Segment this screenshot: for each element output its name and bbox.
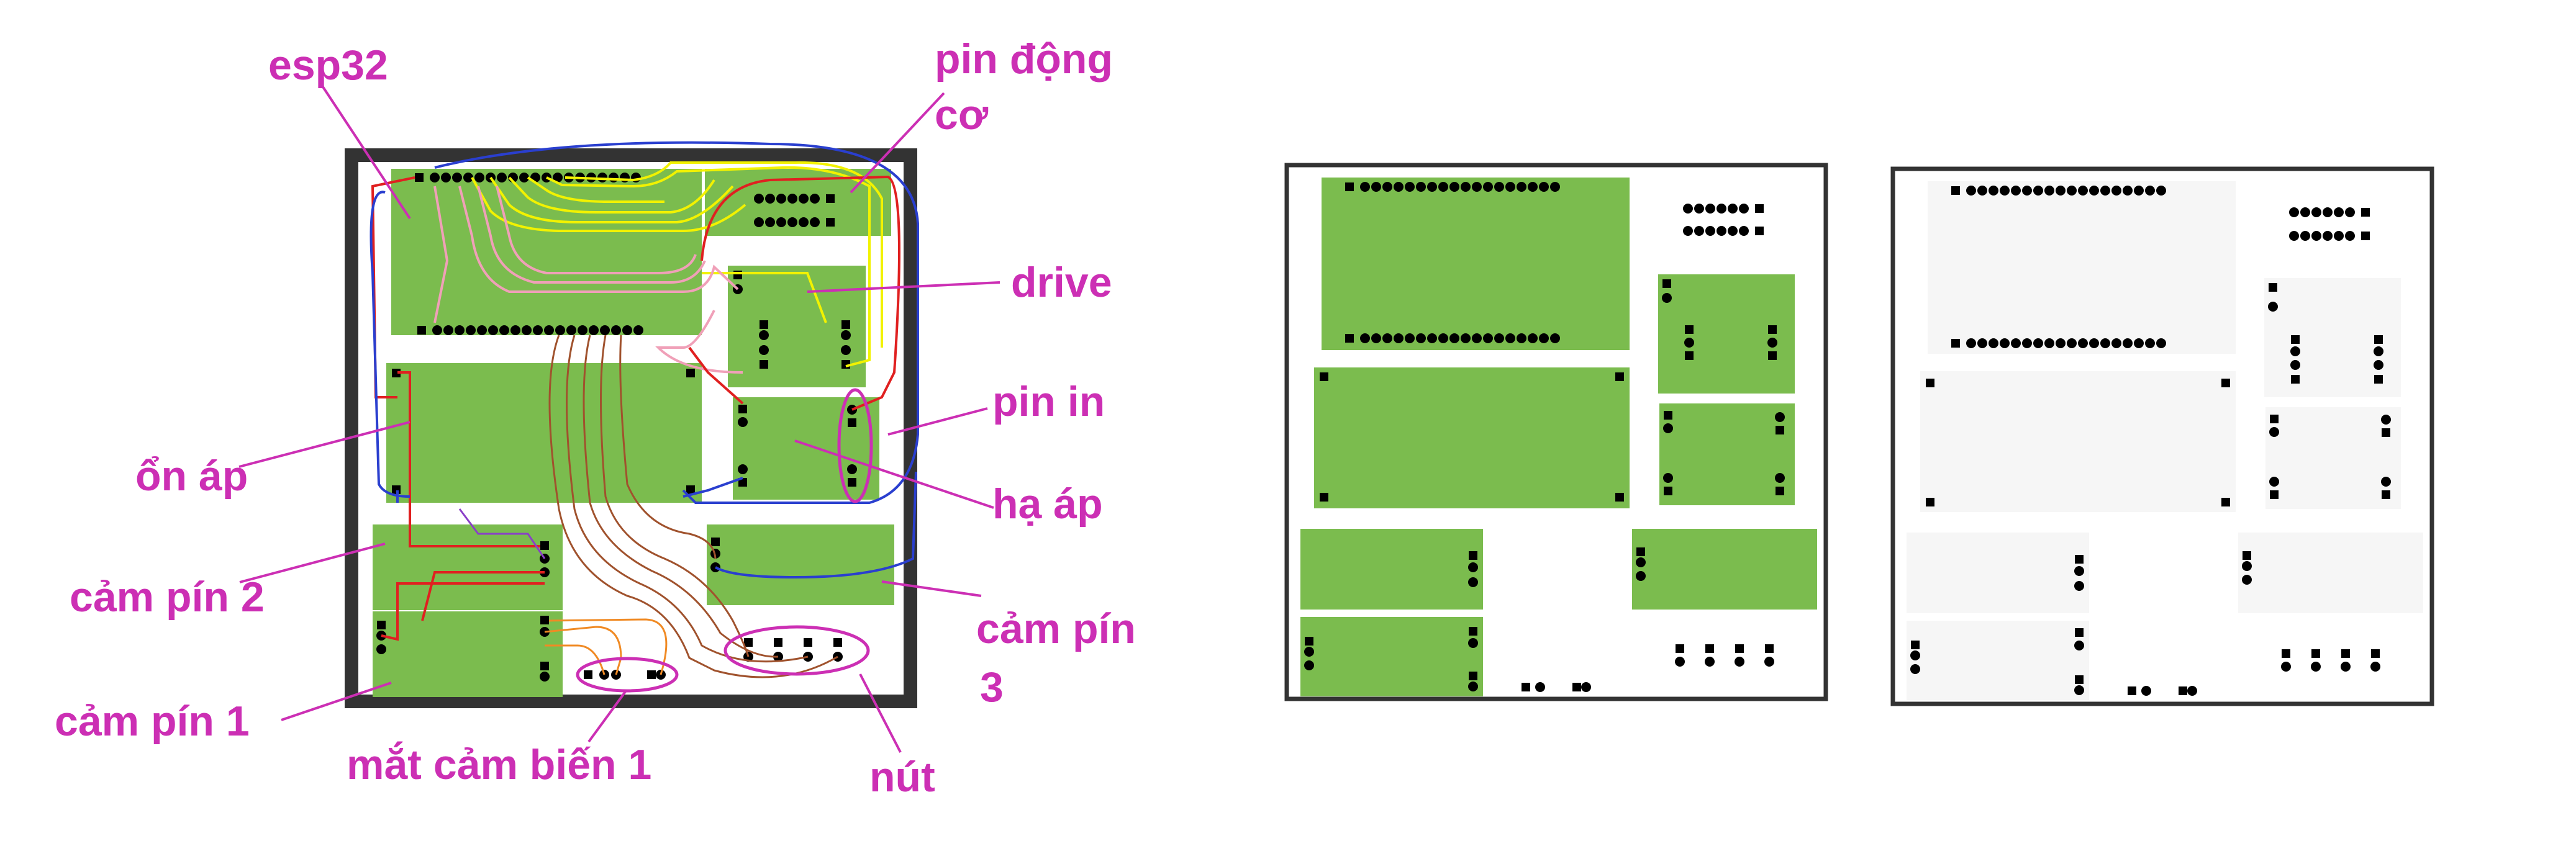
label-pin-dong-co-line2: cơ (935, 91, 989, 138)
sensor-1-module (373, 611, 563, 697)
label-cam-pin-2: cảm pín 2 (70, 574, 265, 621)
label-cam-pin-3: cảm pín (976, 605, 1136, 652)
pin-in-highlight (837, 388, 873, 503)
sensor-1-pads (376, 616, 550, 682)
esp32-module (391, 169, 702, 335)
yellow-traces (471, 161, 883, 367)
sensor-1-module (1300, 617, 1483, 696)
step-down-module (733, 397, 879, 500)
label-on-ap: ổn áp (135, 452, 248, 500)
label-pin-in: pin in (992, 378, 1105, 425)
step-down-module (1659, 403, 1795, 505)
panel3-pads (1910, 186, 2391, 696)
motor-battery-pads (754, 194, 835, 227)
step-down-pads (738, 405, 857, 487)
sensor-3-module (707, 524, 894, 605)
esp32-bottom-header (417, 325, 643, 335)
label-drive: drive (1011, 259, 1112, 306)
sensor-2-module (373, 524, 563, 610)
esp32-module (1322, 178, 1630, 350)
sensor-3-module (1632, 529, 1817, 610)
sensor-2-module (1300, 529, 1483, 610)
voltage-regulator-module (1314, 367, 1630, 508)
panel2-pads (1304, 182, 1785, 692)
label-ha-ap: hạ áp (992, 480, 1103, 528)
label-mat-cam-bien-1: mắt cảm biến 1 (347, 740, 651, 788)
label-cam-pin-1: cảm pín 1 (55, 698, 250, 745)
callout-lines (238, 86, 1000, 753)
label-esp32: esp32 (268, 42, 388, 89)
pad-layout-panel (1890, 166, 2434, 706)
button-highlight (723, 625, 870, 676)
driver-pads (733, 271, 851, 369)
label-cam-pin-3-line2: 3 (980, 664, 1004, 711)
component-placement-panel (1284, 163, 1828, 701)
voltage-regulator-module (386, 363, 702, 503)
button-pads (743, 638, 843, 662)
purple-traces (458, 508, 546, 559)
pink-traces (433, 186, 743, 374)
label-nut: nút (869, 754, 935, 801)
faint-module-outlines (1907, 181, 2423, 700)
sensor-eye-highlight (576, 657, 679, 693)
wired-layout-panel: esp32 pin động cơ drive pin in ổn áp hạ … (55, 35, 1136, 801)
orange-traces (544, 618, 668, 675)
red-traces (371, 175, 900, 641)
label-pin-dong-co: pin động (935, 35, 1113, 83)
